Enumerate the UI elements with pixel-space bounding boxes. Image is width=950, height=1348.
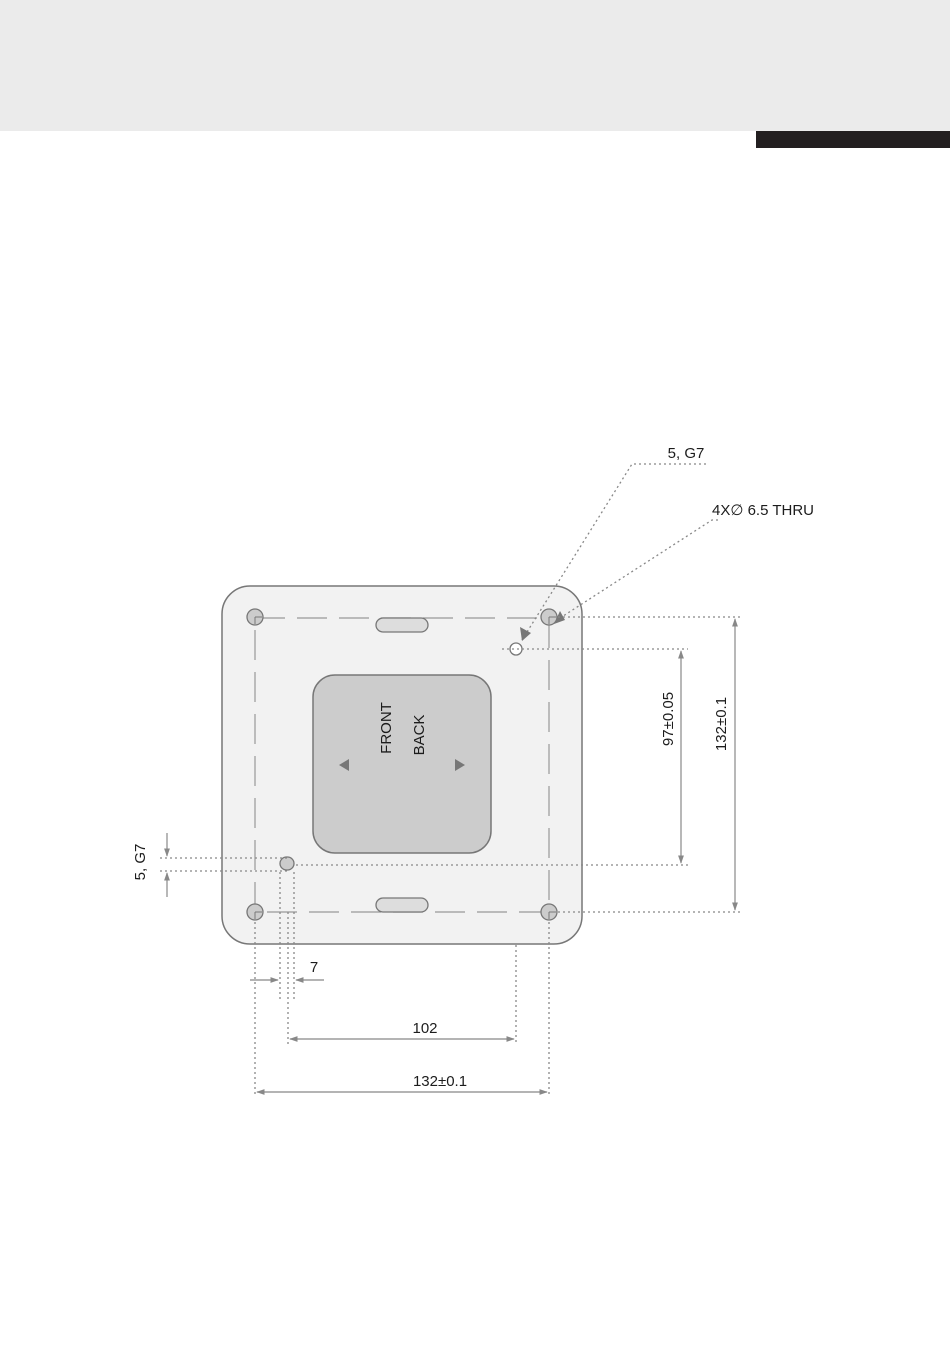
dim-97-label: 97±0.05 — [660, 692, 677, 746]
top-slot — [376, 618, 428, 632]
tolerance-top-label: 5, G7 — [668, 445, 705, 462]
dim-7-label: 7 — [310, 959, 318, 976]
back-label: BACK — [411, 715, 428, 756]
front-label: FRONT — [378, 702, 395, 754]
mounting-hole-top-right — [541, 609, 557, 625]
dim-102-label: 102 — [412, 1020, 437, 1037]
locating-pin-top — [510, 643, 522, 655]
center-inset — [313, 675, 491, 853]
dim-132-horizontal-label: 132±0.1 — [413, 1073, 467, 1090]
dim-132-vertical-label: 132±0.1 — [713, 697, 730, 751]
mounting-hole-top-left — [247, 609, 263, 625]
bottom-slot — [376, 898, 428, 912]
mounting-hole-bottom-right — [541, 904, 557, 920]
tolerance-left-label: 5, G7 — [132, 844, 149, 881]
holes-callout-label: 4X∅ 6.5 THRU — [712, 502, 814, 519]
locating-pin-left — [280, 857, 294, 870]
mounting-hole-bottom-left — [247, 904, 263, 920]
